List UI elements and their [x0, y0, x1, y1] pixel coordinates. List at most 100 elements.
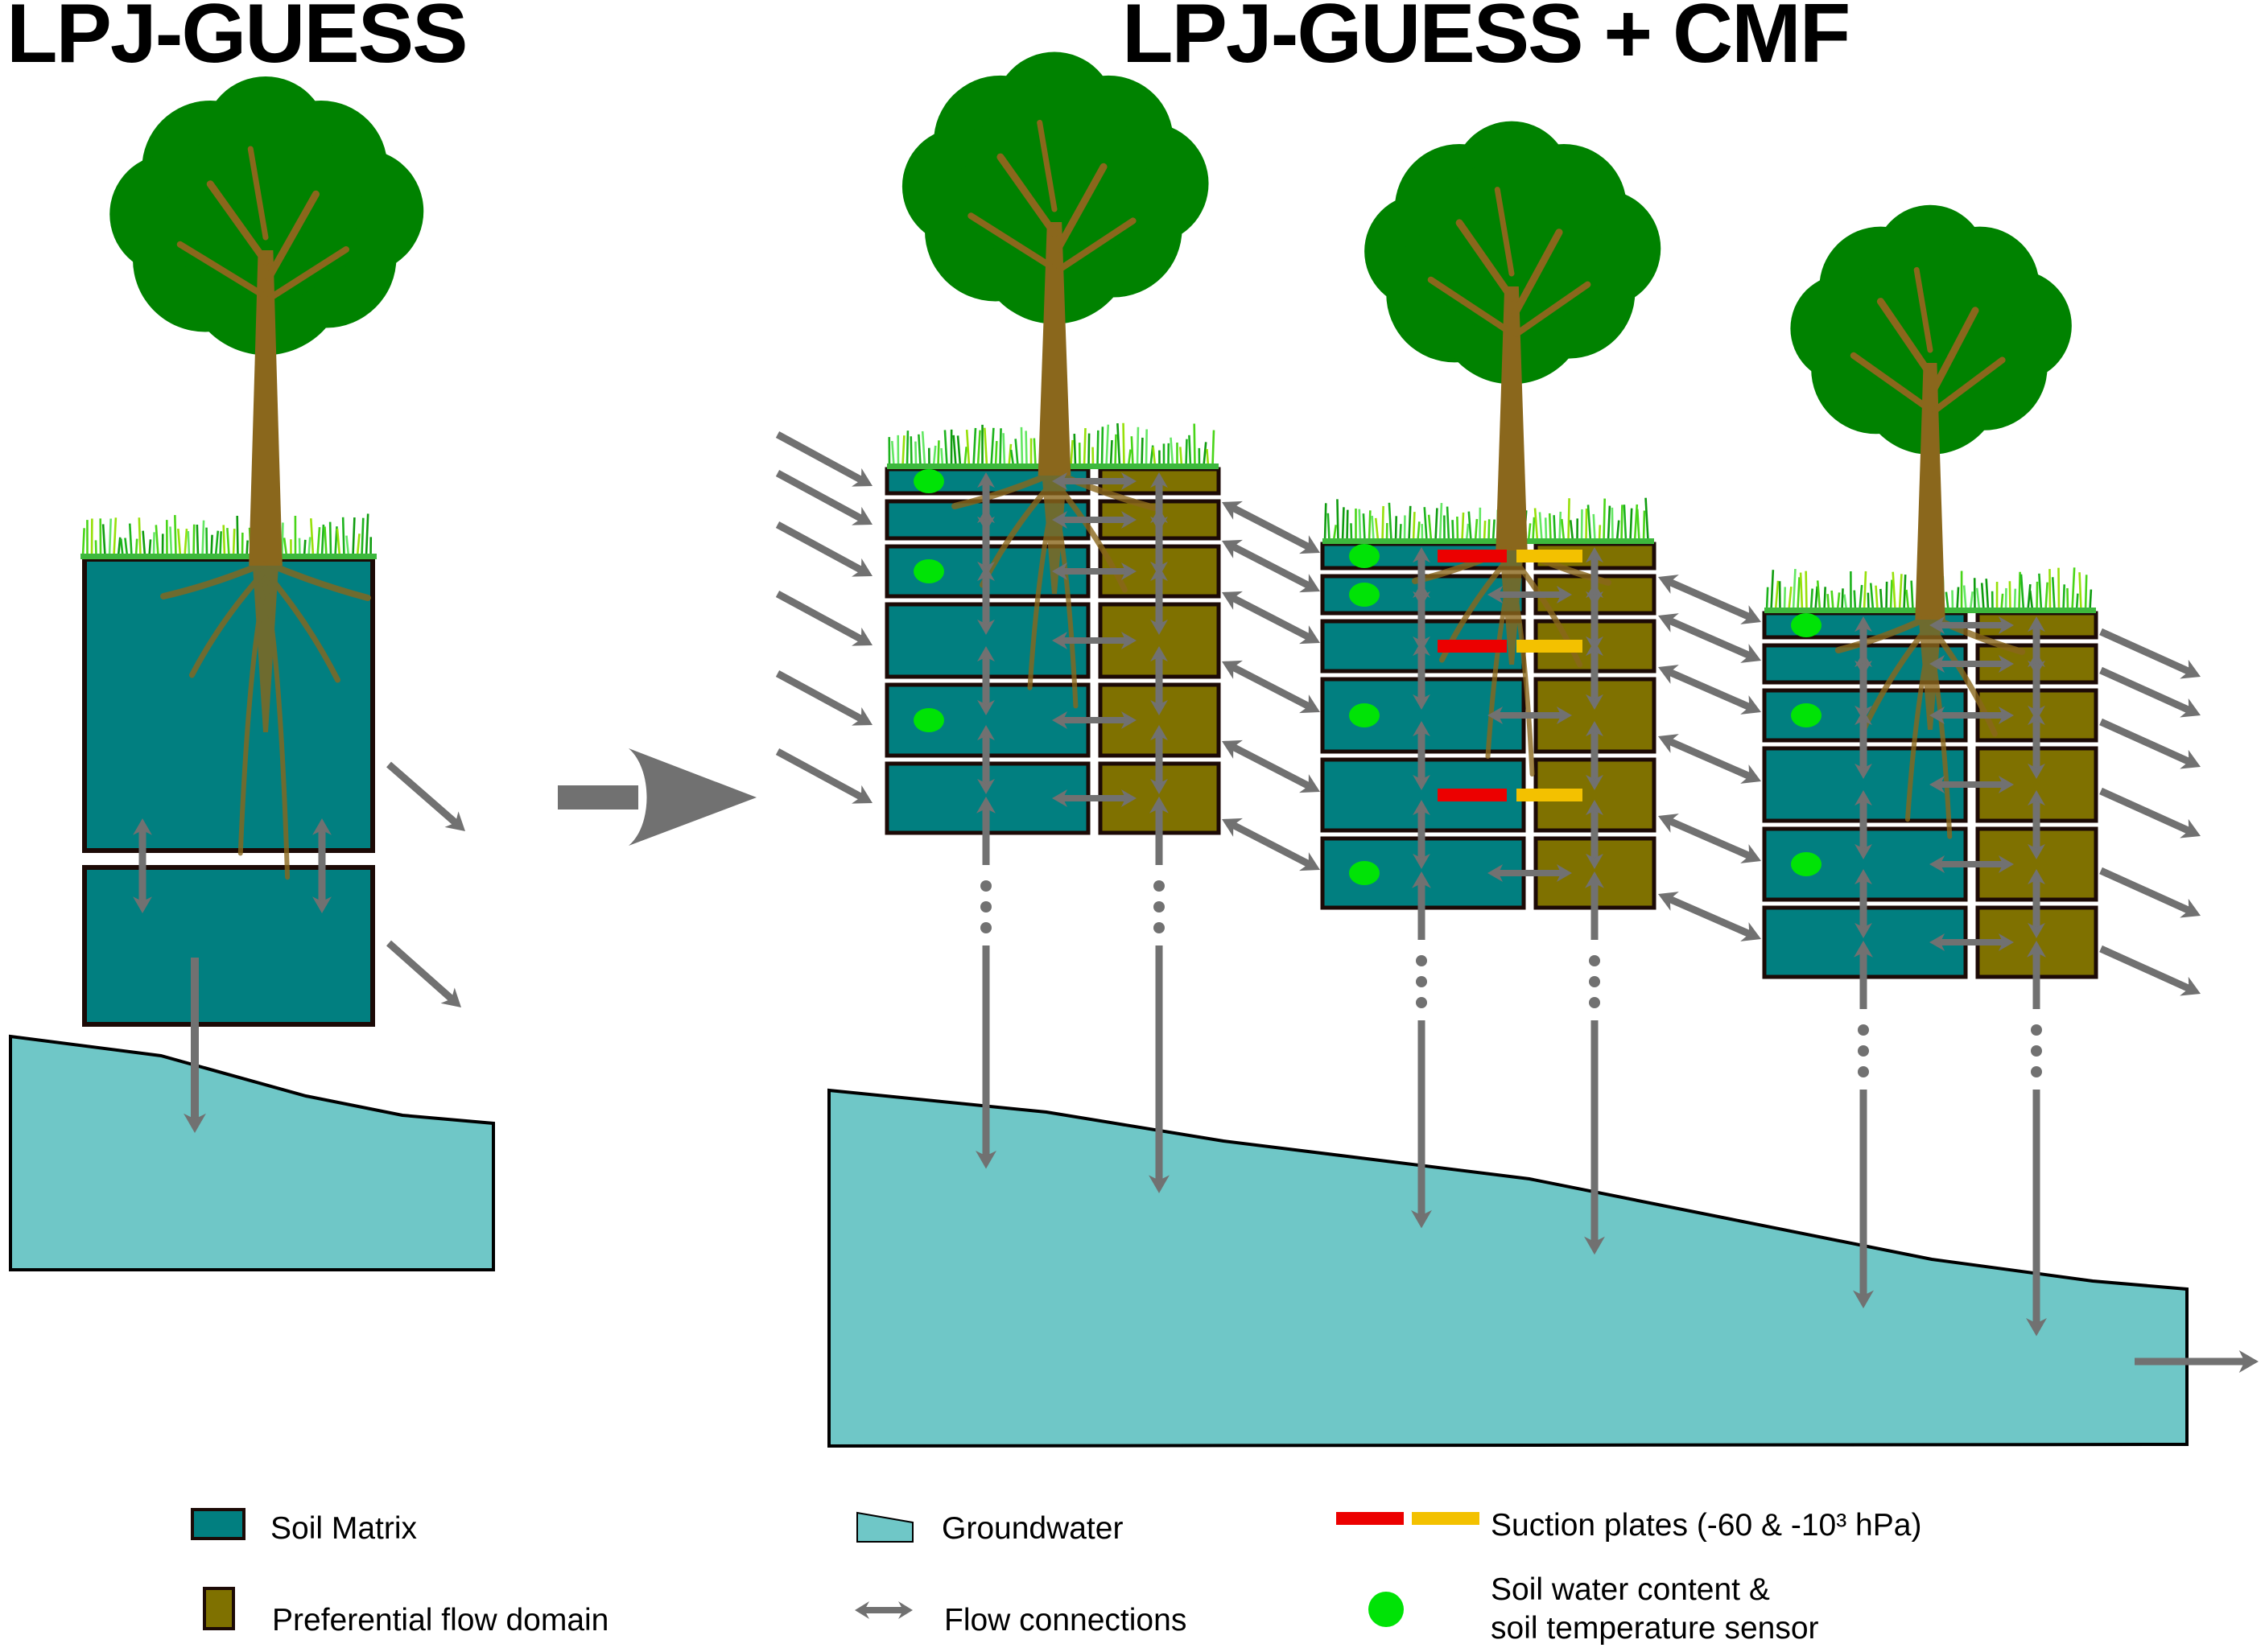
grass-blade — [245, 540, 249, 557]
inter-column-flow-arrow — [1230, 594, 1312, 641]
grass-blade — [1956, 587, 1960, 611]
grass-blade — [236, 515, 239, 557]
root — [1928, 638, 1953, 839]
grass-blade — [1636, 509, 1640, 542]
grass-blade — [1394, 516, 1398, 542]
grass-blade — [1332, 525, 1338, 542]
suction-plate-red — [1438, 550, 1507, 562]
soil-matrix-box — [82, 865, 375, 1027]
grass-blade — [2044, 582, 2048, 611]
grass-blade — [1533, 508, 1539, 542]
legend-flow-arrowhead — [855, 1601, 869, 1619]
inter-column-flow-arrow-head — [1299, 774, 1320, 793]
transition-arrow-shaft — [558, 785, 638, 810]
grass-group — [80, 422, 2096, 613]
vertical-flow-arrow-head — [977, 778, 995, 794]
legend-label-suction-plates: Suction plates (-60 & -10³ hPa) — [1491, 1508, 1922, 1543]
grass-blade — [1853, 590, 1857, 611]
outflow-arrow-head — [2180, 818, 2201, 838]
grass-blade — [891, 440, 895, 467]
trees-group — [109, 51, 2072, 880]
grass-blade — [914, 441, 918, 467]
grass-blade — [1456, 516, 1459, 542]
lateral-exchange-arrow-head — [1929, 616, 1945, 634]
grass-blade — [2020, 574, 2025, 611]
inflow-arrow — [775, 431, 864, 484]
vertical-flow-arrow-head — [1150, 699, 1168, 715]
grass-blade — [283, 538, 288, 557]
grass-blade — [1598, 525, 1602, 542]
grass-blade — [1203, 442, 1207, 467]
grass-blade — [303, 539, 307, 557]
suction-plate-yellow — [1516, 640, 1582, 653]
grass-blade — [921, 431, 926, 467]
vertical-flow-arrow-head — [1854, 843, 1872, 859]
soil-boxes-group — [82, 467, 2098, 1027]
grass-blade — [1109, 439, 1113, 467]
grass-blade — [1830, 590, 1834, 611]
lateral-exchange-arrow-head — [1929, 776, 1945, 793]
sensor-dot-icon — [1368, 1592, 1404, 1627]
suction-plate-red — [1438, 640, 1507, 653]
grass-blade — [128, 523, 133, 557]
lateral-exchange-arrow-head — [1052, 789, 1068, 807]
grass-band — [80, 513, 377, 559]
legend-flow-arrowhead — [898, 1601, 913, 1619]
root — [1053, 480, 1128, 593]
grass-blade — [1875, 585, 1879, 611]
groundwater-left — [9, 1034, 495, 1271]
runoff-arrow-head — [440, 987, 461, 1007]
inter-column-flow-arrow-head — [1740, 922, 1761, 941]
lateral-exchange-arrow-head — [1929, 855, 1945, 873]
vertical-flow-arrow-head — [977, 646, 995, 662]
lateral-exchange-arrow-head — [1929, 655, 1945, 673]
percolation-dot — [1153, 922, 1165, 933]
percolation-dot — [980, 922, 992, 933]
inter-column-flow-arrow-head — [1740, 605, 1761, 624]
grass-blade — [226, 528, 230, 557]
soil-sensor-dot — [914, 708, 944, 732]
inter-column-flow-arrow — [1667, 737, 1752, 781]
grass-blade — [316, 527, 321, 557]
root — [160, 561, 266, 599]
grass-blade — [1326, 513, 1331, 542]
vertical-flow-arrow-head — [1586, 694, 1603, 710]
grass-blade — [1585, 508, 1588, 542]
vertical-flow-arrow-head — [1854, 763, 1872, 779]
grass-blade — [1783, 587, 1787, 611]
grass-blade — [1843, 594, 1848, 611]
grass-blade — [1869, 583, 1875, 611]
inter-column-flow-arrow — [1667, 668, 1752, 711]
inflow-arrow — [775, 591, 864, 644]
grass-blade — [1607, 505, 1611, 542]
grass-blade — [222, 525, 226, 557]
vertical-flow-arrow-head — [1150, 472, 1168, 488]
grass-blade — [1969, 591, 1974, 611]
grass-blade — [328, 521, 332, 557]
tree-branch — [1455, 219, 1516, 302]
percolation-dot — [1858, 1066, 1869, 1077]
inflow-arrow — [775, 470, 864, 523]
grass-blade — [336, 528, 341, 557]
grass-blade — [1020, 426, 1024, 467]
inflow-arrow-head — [852, 785, 873, 804]
grass-blade — [1346, 509, 1349, 542]
lateral-exchange-arrow-head — [1998, 776, 2014, 793]
grass-blade — [1805, 571, 1808, 611]
grass-blade — [1553, 515, 1557, 542]
vertical-flow-arrow-head — [1413, 721, 1430, 737]
lateral-exchange-arrow-head — [1052, 472, 1068, 490]
grass-blade — [101, 524, 106, 557]
vertical-flow-arrow-head — [1854, 616, 1872, 632]
vertical-flow-arrow-head — [1413, 641, 1430, 657]
root — [263, 584, 291, 880]
lateral-exchange-arrow-head — [1052, 511, 1068, 529]
inter-column-flow-arrow-head — [1222, 591, 1243, 610]
arrowhead — [1853, 1290, 1874, 1308]
vertical-flow-arrow-head — [2028, 616, 2045, 632]
canopy-lobe — [1424, 159, 1599, 334]
grass-blade — [1211, 430, 1215, 467]
lateral-exchange-arrow-head — [1052, 562, 1068, 580]
grass-blade — [2028, 590, 2034, 611]
inter-column-flow-arrow — [1667, 616, 1752, 660]
